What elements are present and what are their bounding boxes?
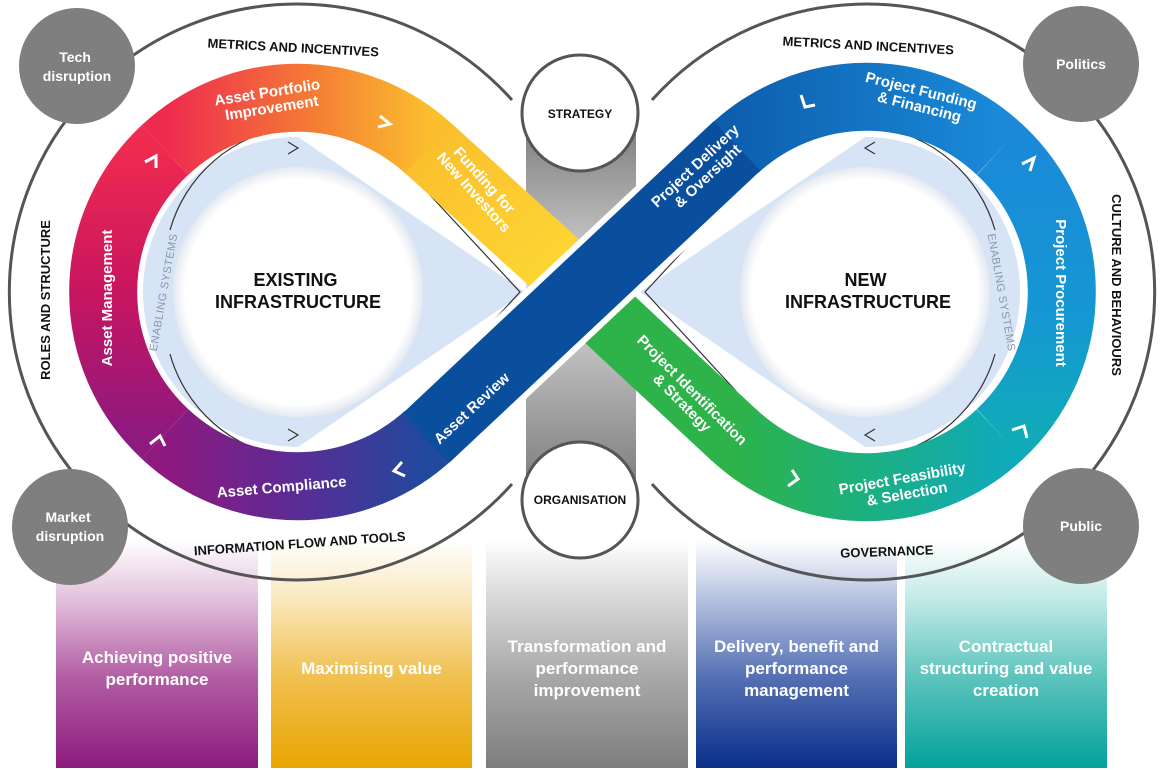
chevron-icon	[1011, 424, 1029, 439]
stage-asset-management: Asset Management	[99, 230, 116, 367]
right-outer-ring	[650, 2, 1157, 582]
politics-circle: Politics	[1023, 6, 1139, 122]
band-funding-new-investors	[405, 122, 583, 294]
strategy-circle: STRATEGY	[520, 53, 640, 173]
organisation-circle: ORGANISATION	[520, 440, 640, 560]
column-label: Transformation and performance improveme…	[507, 637, 667, 700]
right-label-governance: GOVERNANCE	[840, 542, 934, 560]
new-infrastructure-title: NEW INFRASTRUCTURE	[785, 270, 951, 312]
stage-project-procurement: Project Procurement	[1052, 219, 1069, 367]
left-core	[142, 125, 526, 460]
tech-disruption-circle: Tech disruption	[19, 8, 135, 124]
chevron-icon	[144, 153, 158, 168]
right-band	[582, 62, 1096, 522]
left-label-information: INFORMATION FLOW AND TOOLS	[193, 529, 406, 559]
band-project-procurement	[976, 125, 1096, 459]
right-enabling-arrow-line	[644, 125, 996, 460]
band-asset-compliance	[141, 408, 454, 521]
svg-text:Politics: Politics	[1056, 56, 1106, 72]
column-label: Contractual structuring and value creati…	[919, 637, 1093, 700]
left-label-roles: ROLES AND STRUCTURE	[38, 220, 53, 380]
band-project-identification	[582, 291, 759, 461]
band-asset-portfolio	[141, 63, 454, 176]
arrow-right-icon	[287, 428, 300, 442]
band-asset-management	[69, 125, 189, 459]
chevron-icon	[149, 433, 167, 447]
chevron-icon	[391, 461, 406, 478]
chevron-icon	[377, 114, 394, 129]
public-circle: Public	[1023, 468, 1139, 584]
left-band	[69, 63, 583, 521]
right-label-culture: CULTURE AND BEHAVIOURS	[1109, 194, 1124, 376]
right-core	[640, 125, 1021, 460]
column-label: Delivery, benefit and performance manage…	[713, 637, 879, 700]
column-maximising-value: Maximising value	[271, 540, 472, 768]
existing-infrastructure-title: EXISTING INFRASTRUCTURE	[215, 270, 381, 312]
band-project-delivery-asset-review	[402, 121, 761, 463]
column-label: Achieving positive performance	[81, 648, 233, 689]
left-outer-ring	[7, 2, 514, 582]
left-enabling-arrow-line	[169, 125, 521, 460]
strategy-label: STRATEGY	[548, 107, 612, 121]
right-label-metrics: METRICS AND INCENTIVES	[782, 34, 954, 58]
arrow-left-icon	[863, 141, 876, 155]
chevrons	[144, 94, 1037, 488]
chevron-icon	[787, 469, 801, 488]
left-label-metrics: METRICS AND INCENTIVES	[207, 36, 379, 60]
arrow-right-icon	[287, 141, 300, 155]
chevron-icon	[799, 94, 816, 109]
chevron-icon	[1021, 155, 1037, 172]
svg-text:Market disruption: Market disruption	[36, 509, 104, 544]
band-project-funding	[709, 62, 1024, 176]
column-label: Maximising value	[301, 659, 442, 678]
column-transformation: Transformation and performance improveme…	[486, 540, 688, 768]
organisation-label: ORGANISATION	[534, 493, 626, 507]
market-disruption-circle: Market disruption	[12, 469, 128, 585]
svg-text:Public: Public	[1060, 518, 1102, 534]
column-delivery: Delivery, benefit and performance manage…	[696, 540, 897, 768]
arrow-left-icon	[863, 428, 876, 442]
svg-text:Tech disruption: Tech disruption	[43, 49, 111, 84]
band-project-feasibility	[709, 408, 1024, 522]
